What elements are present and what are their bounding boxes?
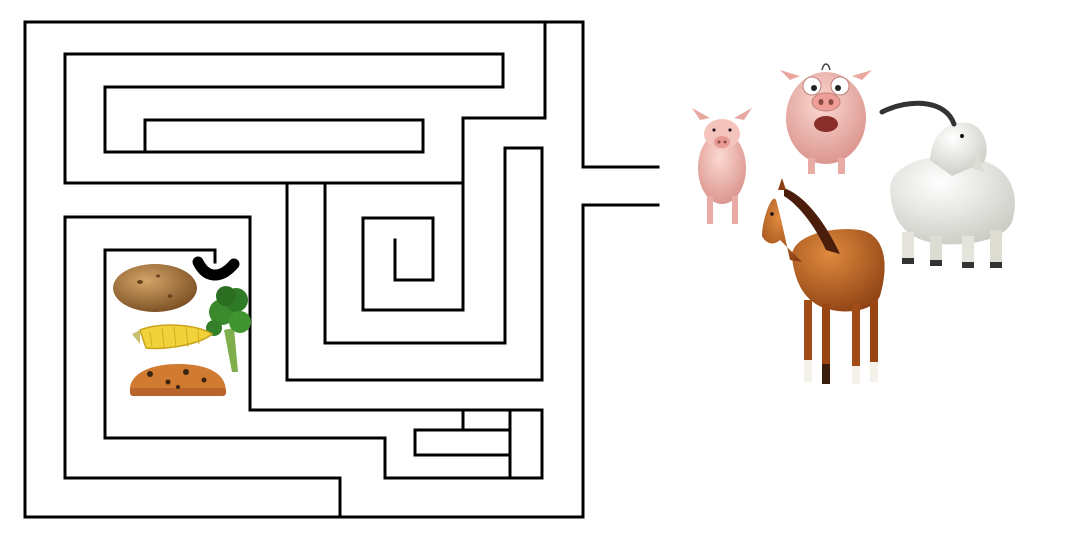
maze-outer-wall bbox=[23, 20, 585, 519]
maze-walls bbox=[23, 20, 660, 519]
maze-wall bbox=[285, 146, 544, 382]
maze-wall bbox=[63, 52, 505, 185]
cartoon-pig-icon[interactable] bbox=[780, 63, 872, 174]
squiggle-mark-icon bbox=[192, 256, 240, 281]
maze-wall bbox=[103, 52, 505, 154]
animals bbox=[692, 63, 1015, 384]
maze-wall bbox=[63, 215, 544, 480]
horse-icon[interactable] bbox=[762, 178, 885, 384]
potato-icon[interactable] bbox=[113, 264, 197, 312]
maze-wall bbox=[413, 428, 512, 457]
food-items bbox=[113, 256, 251, 396]
broccoli-icon[interactable] bbox=[206, 286, 251, 372]
pig-icon[interactable] bbox=[692, 108, 752, 224]
bread-icon[interactable] bbox=[129, 364, 226, 396]
maze-wall bbox=[63, 215, 342, 519]
corn-icon[interactable] bbox=[132, 324, 214, 350]
goat-icon[interactable] bbox=[879, 100, 1015, 268]
maze-wall bbox=[361, 20, 547, 312]
